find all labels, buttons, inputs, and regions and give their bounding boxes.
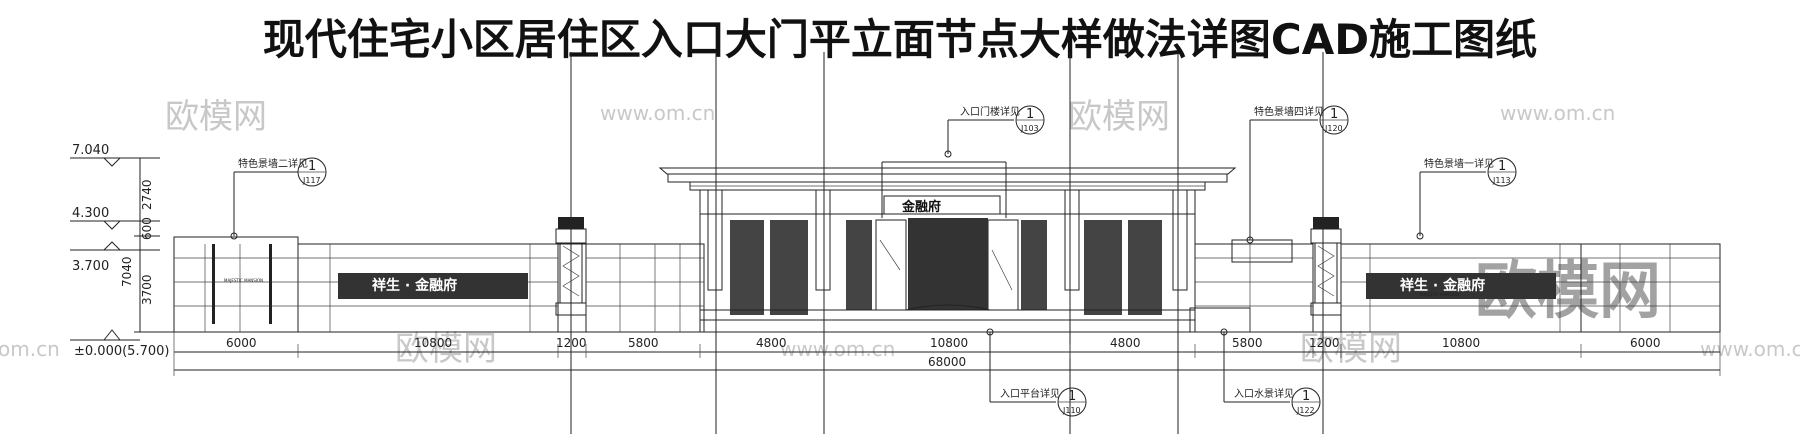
vertical-dim: 2740 <box>140 179 154 210</box>
horizontal-dim: 1200 <box>556 336 587 350</box>
horizontal-dim: 5800 <box>628 336 659 350</box>
callout-c3: 特色景墙四详见 1 J120 <box>1246 105 1349 244</box>
callout-c6: 入口水景详见 1 J122 <box>1220 328 1321 417</box>
vertical-dim: 600 <box>140 217 154 240</box>
horizontal-dim: 1200 <box>1309 336 1340 350</box>
callout-label: 入口门楼详见 <box>960 105 1020 118</box>
right-small-sign: MAJESTIC MANSION <box>1420 292 1459 297</box>
callout-sheet: J117 <box>302 176 321 185</box>
callout-sheet: J110 <box>1062 406 1081 415</box>
watermark-brand: 欧模网 <box>1300 329 1402 369</box>
callout-num: 1 <box>1498 159 1506 174</box>
vertical-dimensions: 2740 600 7040 3700 <box>120 157 160 333</box>
left-small-sign: MAJESTIC MANSION <box>224 278 263 283</box>
horizontal-dim: 10800 <box>1442 336 1480 350</box>
watermark-url-short: om.cn <box>0 337 60 361</box>
watermark-url: www.om.cn <box>1700 337 1800 361</box>
page-title: 现代住宅小区居住区入口大门平立面节点大样做法详图CAD施工图纸 <box>262 15 1538 64</box>
horizontal-dim: 4800 <box>756 336 787 350</box>
right-landscape-wall: 祥生 · 金融府 MAJESTIC MANSION <box>1340 243 1721 333</box>
horizontal-dim: 10800 <box>414 336 452 350</box>
vertical-dim: 3700 <box>140 274 154 305</box>
callout-c2: 入口门楼详见 1 J103 <box>944 105 1045 158</box>
horizontal-dim: 6000 <box>226 336 257 350</box>
callout-sheet: J122 <box>1296 406 1315 415</box>
right-pillar <box>1310 217 1342 316</box>
gate-sign: 金融府 <box>901 199 941 215</box>
callout-num: 1 <box>1302 389 1310 404</box>
watermark-url: www.om.cn <box>600 101 715 125</box>
callout-num: 1 <box>1068 389 1076 404</box>
horizontal-dim: 10800 <box>930 336 968 350</box>
horizontal-dim: 4800 <box>1110 336 1141 350</box>
callout-sheet: J120 <box>1324 124 1343 133</box>
elevation-label: ±0.000(5.700) <box>74 344 169 359</box>
elevation-label: 3.700 <box>72 259 109 274</box>
horizontal-dim: 6000 <box>1630 336 1661 350</box>
callout-sheet: J103 <box>1020 124 1039 133</box>
elevation-label: 4.300 <box>72 206 109 221</box>
elevation-label: 7.040 <box>72 143 109 158</box>
gatehouse: 金融府 <box>658 161 1237 333</box>
horizontal-dim: 5800 <box>1232 336 1263 350</box>
watermark-url: www.om.cn <box>780 337 895 361</box>
callout-c4: 特色景墙一详见 1 J113 <box>1416 157 1517 240</box>
watermark-brand: 欧模网 <box>1068 97 1170 137</box>
left-inner-wall <box>585 243 705 333</box>
left-landscape-wall: MAJESTIC MANSION 祥生 · 金融府 <box>173 236 587 333</box>
watermark-brand: 欧模网 <box>395 329 497 369</box>
callout-label: 特色景墙一详见 <box>1424 157 1494 170</box>
left-wall-sign: 祥生 · 金融府 <box>372 277 457 294</box>
callout-label: 特色景墙四详见 <box>1254 105 1324 118</box>
callout-c1: 特色景墙二详见 1 J117 <box>230 157 327 240</box>
horizontal-dimensions: 6000 10800 1200 5800 4800 10800 4800 580… <box>173 332 1721 376</box>
callout-label: 入口水景详见 <box>1234 387 1294 400</box>
vertical-dim: 7040 <box>120 256 134 287</box>
callout-label: 特色景墙二详见 <box>238 157 308 170</box>
callout-label: 入口平台详见 <box>1000 387 1060 400</box>
callout-sheet: J113 <box>1492 176 1511 185</box>
watermarks: 欧模网 www.om.cn 欧模网 www.om.cn 欧模网 www.om.c… <box>0 97 1800 369</box>
callout-num: 1 <box>1330 107 1338 122</box>
right-wall-sign: 祥生 · 金融府 <box>1400 277 1485 294</box>
right-inner-wall <box>1189 239 1314 333</box>
callout-num: 1 <box>1026 107 1034 122</box>
callout-c5: 入口平台详见 1 J110 <box>986 328 1087 417</box>
callout-num: 1 <box>308 159 316 174</box>
total-dim: 68000 <box>928 355 966 369</box>
elevation-markers: 7.040 4.300 3.700 ±0.000(5.700) <box>70 143 169 359</box>
watermark-brand: 欧模网 <box>165 97 267 137</box>
watermark-url: www.om.cn <box>1500 101 1615 125</box>
